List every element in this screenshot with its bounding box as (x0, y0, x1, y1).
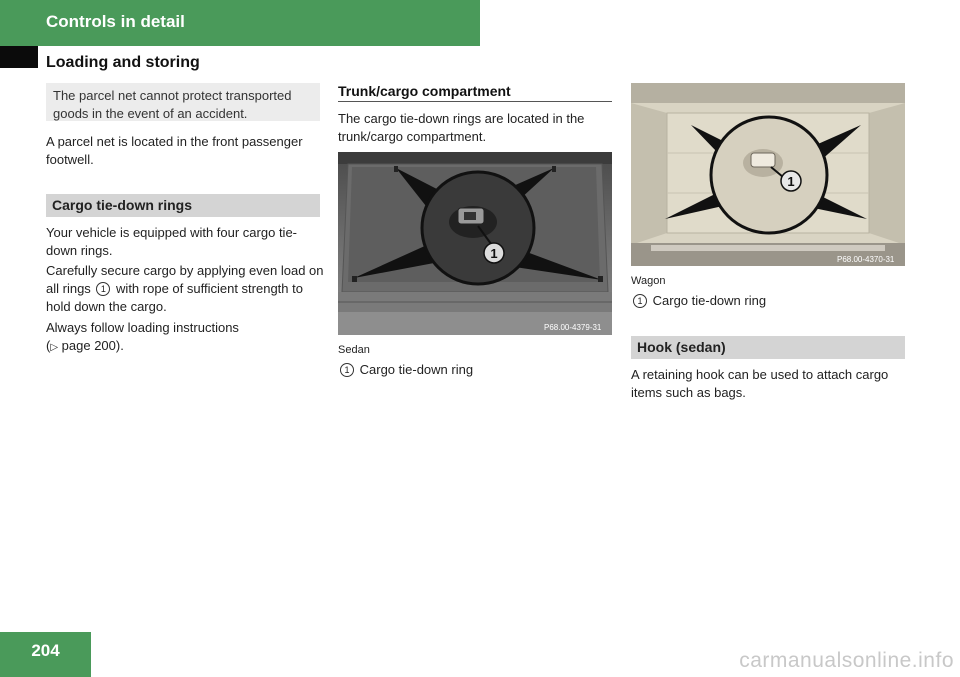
wagon-legend-marker: 1 (633, 294, 647, 308)
secure-cargo-paragraph: Carefully secure cargo by applying even … (46, 262, 324, 316)
wagon-legend: 1 Cargo tie-down ring (631, 293, 766, 308)
page-subtitle: Loading and storing (46, 54, 200, 71)
sedan-legend-text: Cargo tie-down ring (359, 362, 474, 377)
wagon-cargo-image: 1 P68.00-4370-31 (631, 83, 905, 266)
wagon-caption: Wagon (631, 275, 666, 287)
sedan-legend-marker: 1 (340, 363, 354, 377)
sedan-legend: 1 Cargo tie-down ring (338, 362, 473, 377)
wagon-legend-text: Cargo tie-down ring (652, 293, 767, 308)
watermark: carmanualsonline.info (739, 649, 954, 672)
cargo-rings-heading: Cargo tie-down rings (46, 194, 320, 217)
header-band (0, 0, 480, 46)
page-number: 204 (31, 641, 60, 660)
sedan-caption: Sedan (338, 344, 370, 356)
loading-instructions-text: Always follow loading instructions (46, 320, 239, 335)
ring-number-marker: 1 (96, 282, 111, 296)
loading-instructions-paragraph: Always follow loading instructions(▷ pag… (46, 320, 239, 353)
wagon-image-code: P68.00-4370-31 (837, 255, 895, 264)
trunk-heading: Trunk/cargo compartment (338, 83, 612, 102)
header-tab-marker (0, 46, 38, 68)
parcel-net-paragraph: A parcel net is located in the front pas… (46, 134, 303, 167)
secure-cargo-text-a: Carefully secure cargo by applying even … (46, 263, 324, 296)
secure-cargo-text-b: with rope of sufficient strength to hold… (46, 281, 303, 314)
trunk-paragraph: The cargo tie-down rings are located in … (338, 111, 585, 144)
rings-intro-paragraph: Your vehicle is equipped with four cargo… (46, 225, 297, 258)
hook-paragraph: A retaining hook can be used to attach c… (631, 367, 889, 400)
page-reference-link[interactable]: page 200). (61, 338, 124, 353)
sedan-image-code: P68.00-4379-31 (544, 323, 602, 332)
warning-note: The parcel net cannot protect transporte… (46, 83, 320, 121)
page-ref-arrow-icon: ▷ (50, 342, 59, 353)
sedan-trunk-image: 1 P68.00-4379-31 (338, 152, 612, 335)
section-title: Controls in detail (46, 12, 185, 31)
page-number-box (0, 632, 91, 677)
sedan-ring-marker: 1 (490, 246, 497, 261)
hook-heading: Hook (sedan) (631, 336, 905, 359)
wagon-ring-marker: 1 (787, 174, 794, 189)
